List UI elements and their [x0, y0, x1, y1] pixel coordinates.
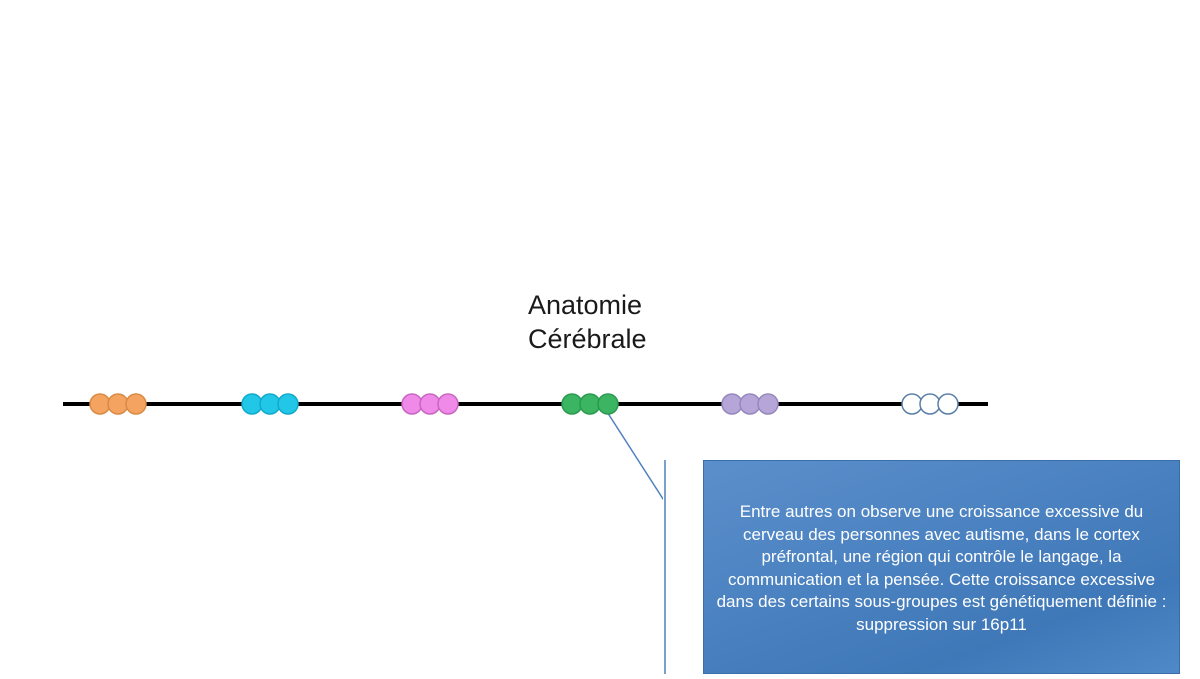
timeline-dot [739, 393, 761, 415]
callout-text: Entre autres on observe une croissance e… [716, 502, 1167, 634]
timeline-dot [89, 393, 111, 415]
timeline-dot [721, 393, 743, 415]
timeline-dot [919, 393, 941, 415]
timeline-dot [561, 393, 583, 415]
timeline-dot [241, 393, 263, 415]
dot-cluster-pink [401, 393, 459, 415]
timeline-dot [401, 393, 423, 415]
callout-connector-line [601, 403, 666, 503]
dot-cluster-white [901, 393, 959, 415]
timeline-dot [125, 393, 147, 415]
timeline-dot [419, 393, 441, 415]
diagram-title: Anatomie Cérébrale [528, 290, 647, 354]
dot-cluster-cyan [241, 393, 299, 415]
dot-cluster-orange [89, 393, 147, 415]
timeline-dot [107, 393, 129, 415]
timeline-dot [579, 393, 601, 415]
timeline-dot [901, 393, 923, 415]
dot-cluster-green [561, 393, 619, 415]
timeline-dot [597, 393, 619, 415]
callout-box: Entre autres on observe une croissance e… [703, 460, 1180, 674]
callout-pointer-line [664, 460, 666, 674]
dot-cluster-lavender [721, 393, 779, 415]
timeline-dot [437, 393, 459, 415]
timeline-dot [259, 393, 281, 415]
timeline-dot [757, 393, 779, 415]
timeline-dot [937, 393, 959, 415]
timeline-dot [277, 393, 299, 415]
callout-tail-area [663, 460, 703, 674]
